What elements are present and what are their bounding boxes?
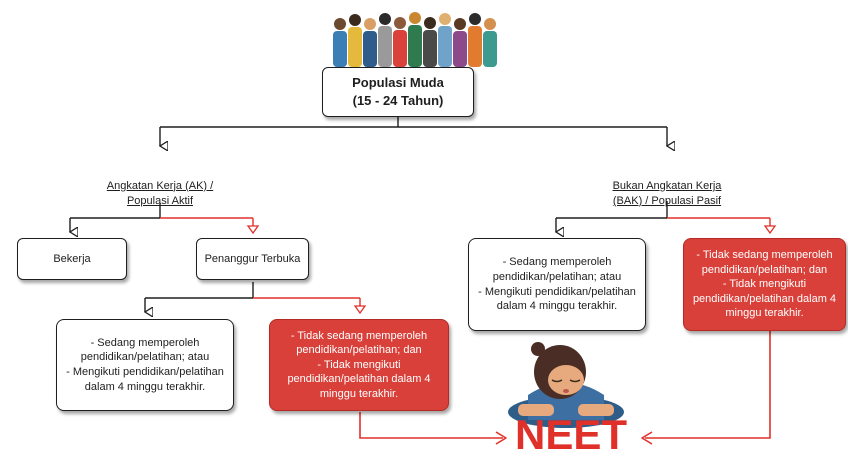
neet-label: NEET bbox=[514, 411, 627, 458]
left-branch-label-text: Angkatan Kerja (AK) / Populasi Aktif bbox=[106, 179, 214, 207]
left-in-education-node: - Sedang memperoleh pendidikan/pelatihan… bbox=[56, 319, 234, 411]
right-neet-criteria-text: - Tidak sedang memperoleh pendidikan/pel… bbox=[692, 249, 837, 320]
root-title: Populasi Muda bbox=[352, 75, 444, 91]
sleeping-student-illustration bbox=[508, 342, 624, 428]
unemployed-node: Penanggur Terbuka bbox=[196, 238, 309, 280]
right-in-education-node: - Sedang memperoleh pendidikan/pelatihan… bbox=[468, 238, 646, 331]
right-in-education-text: - Sedang memperoleh pendidikan/pelatihan… bbox=[478, 256, 636, 313]
root-subtitle: (15 - 24 Tahun) bbox=[352, 93, 444, 108]
employed-label: Bekerja bbox=[53, 252, 91, 265]
employed-node: Bekerja bbox=[17, 238, 127, 280]
right-branch-label-text: Bukan Angkatan Kerja (BAK) / Populasi Pa… bbox=[612, 179, 722, 207]
left-in-education-text: - Sedang memperoleh pendidikan/pelatihan… bbox=[66, 336, 224, 393]
left-branch-label: Angkatan Kerja (AK) / Populasi Aktif bbox=[92, 164, 228, 209]
crowd-illustration bbox=[330, 12, 500, 67]
right-branch-label: Bukan Angkatan Kerja (BAK) / Populasi Pa… bbox=[592, 164, 742, 209]
left-neet-criteria-text: - Tidak sedang memperoleh pendidikan/pel… bbox=[287, 329, 431, 400]
root-node: Populasi Muda (15 - 24 Tahun) bbox=[322, 67, 474, 117]
unemployed-label: Penanggur Terbuka bbox=[204, 252, 301, 265]
left-neet-criteria-node: - Tidak sedang memperoleh pendidikan/pel… bbox=[269, 319, 449, 411]
right-neet-criteria-node: - Tidak sedang memperoleh pendidikan/pel… bbox=[683, 238, 846, 331]
